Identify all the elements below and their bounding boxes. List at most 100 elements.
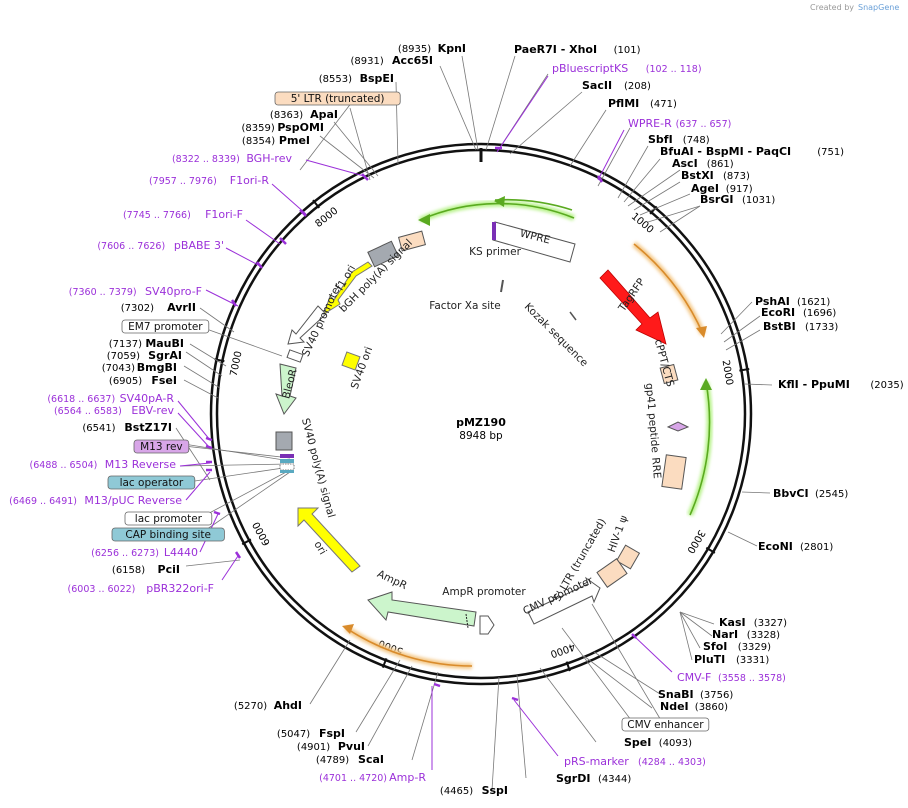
enzyme-label: AscI(861) <box>672 157 734 170</box>
tick-label: 6000 <box>251 520 273 548</box>
sv40-polya-feature <box>275 431 293 451</box>
enzyme-name: NarI <box>712 628 738 641</box>
enzyme-label: PspOMI(8359) <box>242 121 324 134</box>
tagrfp-feature <box>599 269 667 345</box>
primer-label: SV40pro-F(7360 .. 7379) <box>69 285 202 298</box>
enzyme-site: (3329) <box>738 642 771 653</box>
enzyme-label: BstZ17I(6541) <box>82 421 172 434</box>
primer-range: (4284 .. 4303) <box>638 757 706 768</box>
enzyme-name: PciI <box>158 563 180 576</box>
primer-range: (3558 .. 3578) <box>718 673 786 684</box>
enzyme-name: ApaI <box>310 108 338 121</box>
enzyme-name: BstXI <box>681 169 714 182</box>
bgh-polya-feature <box>367 240 399 268</box>
lac-operator-mark <box>280 459 294 463</box>
primer-label: pBluescriptKS(102 .. 118) <box>552 62 702 75</box>
boxed-feature-label: CMV enhancer <box>621 717 710 732</box>
enzyme-name: BmgBI <box>137 361 177 374</box>
primer-name: M13 Reverse <box>105 458 176 471</box>
label-box <box>124 511 213 526</box>
hiv-psi-feature <box>615 544 641 570</box>
enzyme-site: (6158) <box>112 565 145 576</box>
enzyme-label: KasI(3327) <box>719 616 787 629</box>
primer-name: Amp-R <box>389 771 426 784</box>
primer-leader-lines <box>177 75 673 770</box>
enzyme-site: (861) <box>707 159 734 170</box>
enzyme-label: SacII(208) <box>582 79 651 92</box>
enzyme-name: ScaI <box>358 753 384 766</box>
bleor-feature <box>275 363 297 416</box>
enzyme-site: (4901) <box>297 742 330 753</box>
credit-brand: SnapGene <box>858 3 899 12</box>
enzyme-site: (4789) <box>316 755 349 766</box>
primer-name: M13/pUC Reverse <box>84 494 182 507</box>
enzyme-label: AhdI(5270) <box>234 699 302 712</box>
primer-label: pBABE 3'(7606 .. 7626) <box>97 239 224 252</box>
enzyme-name: KasI <box>719 616 746 629</box>
tick-mark <box>312 199 320 209</box>
enzyme-label: PvuI(4901) <box>297 740 365 753</box>
ltr-feature <box>596 558 628 588</box>
enzyme-label: SgrDI(4344) <box>556 772 631 785</box>
plasmid-name: pMZ190 <box>456 416 506 429</box>
enzyme-name: SgrAI <box>148 349 182 362</box>
tick-label: 8000 <box>314 206 341 230</box>
primer-label: SV40pA-R(6618 .. 6637) <box>47 392 174 405</box>
label-text: CAP binding site <box>125 529 211 541</box>
tick-mark <box>705 546 716 554</box>
enzyme-name: AhdI <box>274 699 302 712</box>
ampr-feature <box>367 591 477 627</box>
enzyme-site: (1031) <box>742 195 775 206</box>
label-text: lac promoter <box>135 513 203 525</box>
primer-label: BGH-rev(8322 .. 8339) <box>172 152 293 165</box>
enzyme-label: BstXI(873) <box>681 169 750 182</box>
primer-range: (6003 .. 6022) <box>68 584 136 595</box>
enzyme-name: PluTI <box>694 653 725 666</box>
enzyme-site: (748) <box>683 135 710 146</box>
enzyme-label: NdeI(3860) <box>660 700 728 713</box>
enzyme-label: SbfI (748) <box>648 133 710 146</box>
orf-arc-right-top <box>633 243 704 335</box>
enzyme-label: SgrAI(7059) <box>107 349 182 362</box>
primer-label: F1ori-F(7745 .. 7766) <box>123 208 243 221</box>
enzyme-name: BstBI <box>763 320 796 333</box>
enzyme-label: BbvCI(2545) <box>773 487 848 500</box>
enzyme-label: EcoRI(1696) <box>761 306 836 319</box>
lac-promoter-mark <box>279 463 295 471</box>
primer-name: CMV-F <box>677 671 711 684</box>
tick-label: 7000 <box>229 350 245 377</box>
primer-range: (6469 .. 6491) <box>9 496 77 507</box>
primer-range: (7745 .. 7766) <box>123 210 191 221</box>
enzyme-site: (5047) <box>277 729 310 740</box>
enzyme-label: FspI(5047) <box>277 727 345 740</box>
enzyme-site: (1733) <box>805 322 838 333</box>
enzyme-label: PmeI(8354) <box>242 134 310 147</box>
primer-range: (7957 .. 7976) <box>149 176 217 187</box>
cppt-feature <box>659 363 679 385</box>
label-text: EM7 promoter <box>128 321 203 333</box>
feature-name: KS primer <box>469 246 521 258</box>
enzyme-site: (3860) <box>695 702 728 713</box>
enzyme-name: SbfI <box>648 133 673 146</box>
primer-range: (102 .. 118) <box>646 64 702 75</box>
m13-rev-mark <box>280 454 294 458</box>
primer-name: SV40pA-R <box>120 392 175 405</box>
primer-label: EBV-rev(6564 .. 6583) <box>54 404 175 417</box>
enzyme-name: KflI - PpuMI <box>778 378 850 391</box>
tick-mark <box>214 358 225 363</box>
enzyme-name: PaeR7I - XhoI <box>514 43 597 56</box>
label-text: M13 rev <box>140 441 183 453</box>
primer-name: SV40pro-F <box>145 285 202 298</box>
sv40-ori-feature <box>341 351 361 371</box>
primer-markers <box>205 146 637 702</box>
label-text: lac operator <box>120 477 184 489</box>
ltr-left-feature <box>397 230 427 252</box>
primer-name: pBR322ori-F <box>146 582 214 595</box>
enzyme-site: (8363) <box>270 110 303 121</box>
primer-name: BGH-rev <box>246 152 292 165</box>
label-leader-lines <box>175 55 773 791</box>
enzyme-label: KpnI(8935) <box>398 42 466 55</box>
enzyme-name: BspEI <box>360 72 394 85</box>
enzyme-name: EcoNI <box>758 540 793 553</box>
primer-label: F1ori-R(7957 .. 7976) <box>149 174 269 187</box>
